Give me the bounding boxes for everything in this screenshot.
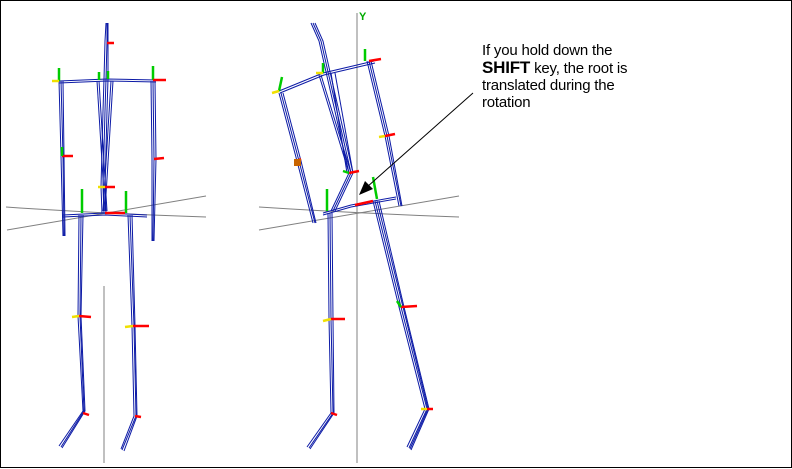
callout-text-after: key, the root is translated during the r…	[482, 60, 628, 111]
y-axis-label: Y	[359, 11, 367, 23]
callout-arrow	[359, 92, 474, 195]
joint-axes-left	[52, 41, 166, 419]
callout-text-before: If you hold down the	[482, 42, 613, 59]
root-marker[interactable]	[294, 159, 301, 166]
skeleton-left[interactable]	[58, 22, 157, 452]
shift-key-callout: If you hold down the SHIFT key, the root…	[482, 42, 632, 111]
ground-grid-right	[258, 195, 460, 231]
skeleton-right[interactable]	[278, 22, 430, 451]
callout-shift-key: SHIFT	[482, 58, 531, 77]
joint-axes-right	[271, 49, 433, 417]
